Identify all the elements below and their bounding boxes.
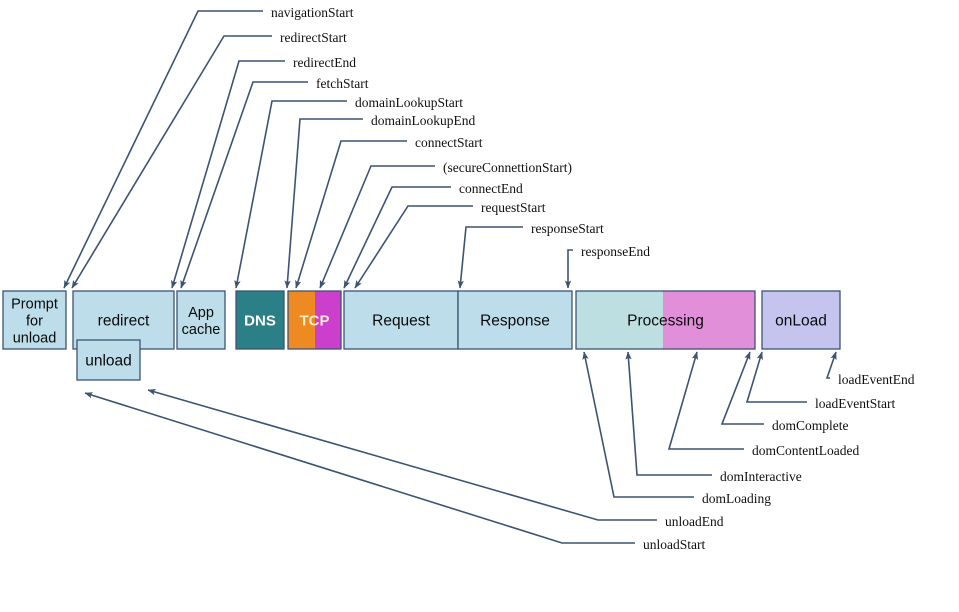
leader-lines-group: navigationStart redirectStart redirectEnd f… — [63, 5, 915, 552]
phase-app-cache-rect — [176, 290, 226, 350]
leader-fetchStart — [180, 81, 308, 289]
event-label-unloadEnd: unloadEnd — [665, 514, 724, 529]
phase-app-cache-label: App — [188, 305, 214, 321]
phase-processing-outline — [575, 290, 756, 350]
phase-prompt-for-unload-label: for — [26, 314, 43, 330]
leader-domLoading — [582, 351, 694, 498]
phase-app-cache-label: cache — [182, 322, 221, 338]
leader-responseStart — [457, 226, 523, 289]
leader-responseEnd — [564, 249, 573, 289]
phase-onload-label: onLoad — [775, 313, 827, 330]
leader-redirectEnd — [171, 60, 285, 289]
phase-request[interactable]: Request — [343, 290, 459, 350]
event-label-fetchStart: fetchStart — [316, 76, 369, 91]
phase-onload[interactable]: onLoad — [761, 290, 841, 350]
leader-unloadEnd — [147, 389, 657, 521]
leader-domInteractive — [625, 351, 712, 476]
leader-requestStart — [354, 205, 473, 289]
phase-processing-fill-a — [576, 291, 663, 349]
event-label-loadEventEnd: loadEventEnd — [838, 372, 915, 387]
phase-unload-rect — [76, 339, 141, 381]
leader-domContentLoaded — [667, 351, 744, 450]
event-label-redirectEnd: redirectEnd — [293, 55, 356, 70]
event-label-secureConnettionStart: (secureConnettionStart) — [443, 160, 572, 175]
event-label-responseStart: responseStart — [531, 221, 604, 236]
phase-prompt-for-unload-label: unload — [13, 331, 57, 347]
phase-response[interactable]: Response — [457, 290, 573, 350]
leader-loadEventStart — [745, 351, 807, 403]
event-label-requestStart: requestStart — [481, 200, 546, 215]
event-label-connectEnd: connectEnd — [459, 181, 523, 196]
event-label-domContentLoaded: domContentLoaded — [752, 443, 859, 458]
event-label-domComplete: domComplete — [772, 418, 849, 433]
leader-domComplete — [720, 351, 764, 425]
event-label-domainLookupStart: domainLookupStart — [355, 95, 463, 110]
phase-request-label: Request — [372, 313, 430, 330]
phase-unload-label: unload — [85, 353, 132, 370]
phase-tcp-label: TCP — [300, 313, 330, 330]
leader-unloadStart — [84, 392, 635, 544]
phase-dns[interactable]: DNS — [235, 290, 285, 350]
phase-unload[interactable]: unload — [76, 339, 141, 381]
phase-redirect-label: redirect — [98, 313, 150, 330]
phase-onload-rect — [761, 290, 841, 350]
phase-prompt-for-unload-rect — [2, 290, 67, 350]
event-label-domLoading: domLoading — [702, 491, 771, 506]
event-label-domInteractive: domInteractive — [720, 469, 802, 484]
event-label-domainLookupEnd: domainLookupEnd — [371, 113, 475, 128]
event-label-unloadStart: unloadStart — [643, 537, 705, 552]
event-label-redirectStart: redirectStart — [280, 30, 347, 45]
phase-prompt-for-unload-label: Prompt — [11, 297, 58, 313]
phase-response-rect — [457, 290, 573, 350]
phase-tcp-fill-a — [288, 291, 315, 349]
phase-tcp[interactable]: TCP — [287, 290, 342, 350]
phase-request-rect — [343, 290, 459, 350]
event-label-connectStart: connectStart — [415, 135, 483, 150]
phase-processing-fill-b — [663, 291, 755, 349]
leader-redirectStart — [71, 35, 272, 289]
phase-boxes-group: PromptforunloadredirectunloadAppcacheDNS… — [2, 290, 841, 381]
phase-dns-rect — [235, 290, 285, 350]
phase-processing[interactable]: Processing — [575, 290, 756, 350]
phase-tcp-outline — [287, 290, 342, 350]
event-label-loadEventStart: loadEventStart — [815, 396, 895, 411]
phase-tcp-fill-b — [315, 291, 341, 349]
phase-processing-label: Processing — [627, 313, 704, 330]
phase-response-label: Response — [480, 313, 550, 330]
leader-loadEventEnd — [825, 351, 837, 379]
leader-secureConnettionStart — [319, 165, 435, 289]
event-label-responseEnd: responseEnd — [581, 244, 650, 259]
event-label-navigationStart: navigationStart — [271, 5, 354, 20]
leader-domainLookupStart — [234, 100, 347, 289]
leader-connectEnd — [343, 186, 451, 289]
phase-dns-label: DNS — [244, 313, 276, 330]
leader-connectStart — [295, 140, 407, 289]
leader-domainLookupEnd — [284, 118, 363, 289]
leader-navigationStart — [63, 10, 263, 289]
